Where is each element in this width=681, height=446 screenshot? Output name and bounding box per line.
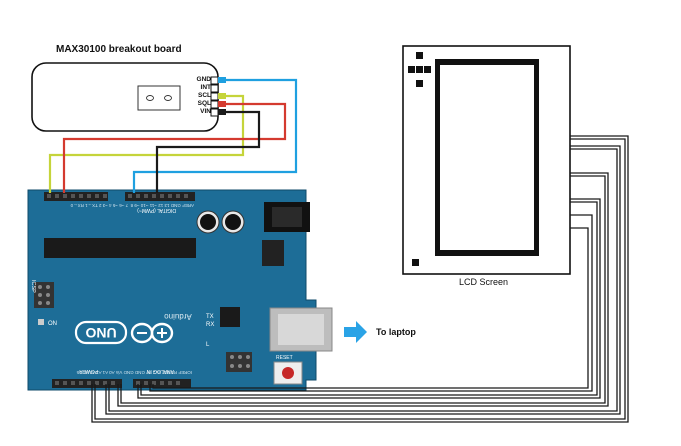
wire-sql-red [62, 102, 287, 193]
header-bottom-text: IOREF RESET 3V3 5V GND GND Vin A0 A1 A2 … [52, 370, 192, 375]
sensor-pin-vin: VIN [200, 108, 211, 115]
sensor-wires [48, 78, 298, 193]
icsp-header-left [34, 282, 54, 308]
header-bottom-left-text: IOREF RESET 3V3 5V GND GND Vin [115, 370, 192, 375]
wire-lcd-1 [91, 135, 629, 423]
sensor-pin-gnd: GND [196, 76, 211, 83]
icsp-label: ICSP [30, 280, 36, 293]
sensor-pin-int: INT [200, 84, 211, 91]
to-laptop-label: To laptop [376, 327, 416, 337]
header-top-left-text: AREF GND 13 12 ~11 ~10 ~9 8 [130, 203, 194, 208]
wire-scl-yellow [48, 94, 245, 193]
lcd-pads [408, 52, 431, 266]
wire-lcd-4b [140, 201, 598, 396]
arduino-uno-board: UNO [27, 189, 333, 391]
icsp-header-right [226, 352, 252, 372]
rx-label: RX [206, 322, 214, 328]
lcd-module [402, 45, 571, 275]
on-led [38, 319, 44, 325]
wire-gnd-blue [132, 78, 298, 193]
board-brand-text: Arduino [164, 312, 192, 321]
sensor-title: MAX30100 breakout board [56, 44, 182, 55]
wire-lcd-2 [105, 145, 621, 415]
power-label: POWER [79, 368, 98, 374]
wire-lcd-2b [108, 148, 618, 412]
usb-chip [220, 307, 240, 327]
sensor-pin-pads [210, 76, 219, 117]
l-label: L [206, 342, 210, 348]
sensor-pin-scl: SCL [198, 92, 211, 99]
uno-text: UNO [85, 325, 116, 341]
voltage-regulator [262, 240, 284, 266]
header-top-right-text: 7 ~6 ~5 4 ~3 2 TX→1 RX←0 [70, 203, 129, 208]
wire-lcd-1b [94, 138, 626, 420]
reset-label: RESET [276, 355, 293, 361]
header-top-holes [47, 194, 188, 198]
wire-lcd-4 [137, 198, 601, 399]
lcd-display-inner [440, 65, 534, 250]
sensor-pin-sql: SQL [197, 100, 211, 107]
analog-label: ANALOG IN [146, 368, 174, 374]
uno-badge [74, 320, 128, 345]
header-top-text: AREF GND 13 12 ~11 ~10 ~9 8 7 ~6 ~5 4 ~3… [44, 203, 194, 208]
atmega-chip [44, 238, 196, 258]
wire-lcd-5 [149, 214, 593, 392]
wire-lcd-3b [120, 175, 606, 404]
header-top-left [44, 192, 108, 201]
lcd-label: LCD Screen [459, 277, 509, 287]
to-laptop-arrow-icon [344, 321, 367, 343]
lcd-wires [91, 135, 629, 423]
on-label: ON [48, 321, 57, 327]
sensor-chip [137, 85, 181, 111]
max30100-board [31, 62, 219, 132]
header-bottom-right-text: A0 A1 A2 A3 A4 A5 [76, 370, 115, 375]
arduino-logo: UNO [74, 320, 174, 345]
tx-label: TX [206, 314, 214, 320]
digital-label: DIGITAL (PWM~) [137, 207, 176, 213]
wire-vin-black [155, 110, 261, 193]
wire-lcd-3 [117, 172, 609, 407]
wire-lcd-6 [152, 227, 589, 389]
